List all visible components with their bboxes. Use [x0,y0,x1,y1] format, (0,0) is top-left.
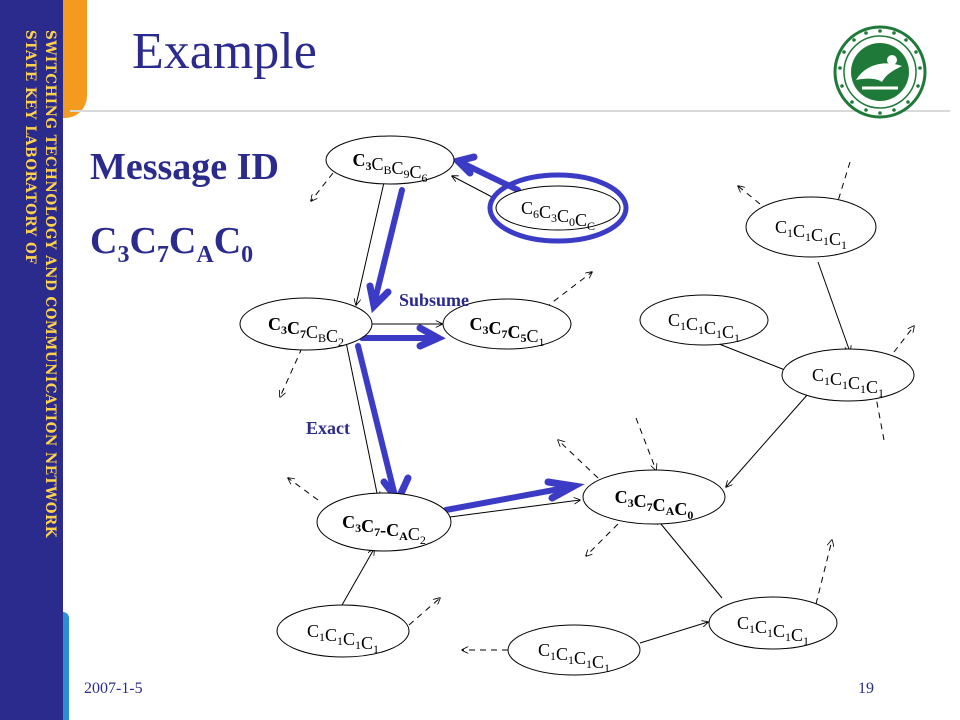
n-c1-right: C1C1C1C1 [781,348,915,402]
n-c6c3c0cc: C6C3C0CC [495,185,621,233]
dashed-edge [738,186,761,205]
n-c3cbc9c6: C3CBC9C6 [325,135,455,185]
path-arrowhead [451,153,478,177]
node-ellipse [276,604,410,658]
dashed-edge [815,540,832,605]
node-label: C6C3C0CC [521,198,595,233]
n-c1-top-right: C1C1C1C1 [745,196,877,258]
lab-name: SWITCHING TECHNOLOGY AND COMMUNICATION N… [4,30,60,690]
dashed-edge [288,478,319,501]
node-ellipse [316,492,452,552]
n-c3c7cac2: C3C7-CAC2 [316,492,452,552]
edge [452,176,495,199]
orange-accent-bar [63,0,87,118]
node-label: C1C1C1C1 [538,640,610,675]
path-arrowhead [366,282,392,314]
node-ellipse [745,196,877,258]
node-label: C1C1C1C1 [668,310,740,345]
edge [356,177,386,305]
subsume-label: Subsume [399,290,470,310]
n-c1-bottom-left: C1C1C1C1 [276,604,410,658]
node-ellipse [507,624,641,676]
dashed-edge [311,172,334,201]
dashed-edge [635,417,656,470]
page-title: Example [132,23,317,80]
n-c1-bottom-right: C1C1C1C1 [708,596,838,650]
n-c3c7c5c1: C3C7C5C1 [442,298,572,350]
n-c1-bottom-center: C1C1C1C1 [507,624,641,676]
dashed-edge [558,440,599,479]
edge [656,518,723,599]
solid-edges [341,176,850,644]
exact-label: Exact [306,418,350,438]
node-ellipse [639,294,769,346]
edge [345,341,378,498]
node-ellipse [442,298,572,350]
node-ellipse [781,348,915,402]
n-c3c7cac0: C3C7CAC0 [582,469,726,525]
slide-date: 2007-1-5 [84,680,143,697]
message-id-label: Message ID [90,146,279,188]
edge [449,500,580,518]
lab-name-line-1: SWITCHING TECHNOLOGY AND COMMUNICATION N… [42,30,58,538]
edge [341,549,374,606]
routing-path [355,153,585,513]
path-segment [371,187,405,307]
edge [726,393,809,487]
node-ellipse [708,596,838,650]
blue-accent-bar [63,612,69,720]
edge [639,622,708,644]
dashed-edge [408,598,440,626]
dashed-edges [280,161,914,650]
dashed-edge [280,347,303,397]
path-arrowhead [544,478,585,502]
edge [817,261,850,352]
node-label: C1C1C1C1 [307,621,379,656]
dashed-edge [893,326,914,353]
node-ellipse [582,469,726,525]
node-ellipse [239,297,373,351]
node-ellipse [495,185,621,231]
sidebar [0,0,63,720]
path-arrowhead [416,324,446,350]
university-logo [833,25,927,119]
page-number: 19 [858,680,874,697]
lab-name-line-2: STATE KEY LABORATORY OF [22,30,38,265]
node-label: C3CBC9C6 [352,150,427,185]
source-highlight [487,172,629,244]
node-label: C1C1C1C1 [775,217,847,252]
path-segment [443,484,573,513]
title-divider [70,110,950,112]
message-id-value: C3C7CAC0 [90,220,254,268]
n-c3c7cbc2: C3C7CBC2 [239,297,373,351]
node-ellipse [325,135,455,185]
edge [713,341,790,372]
dashed-edge [544,272,592,309]
node-label: C1C1C1C1 [812,365,884,400]
node-label: C3C7-CAC2 [342,512,426,547]
node-label: C1C1C1C1 [737,613,809,648]
n-c1-mid: C1C1C1C1 [639,294,769,346]
node-label: C3C7CBC2 [268,314,344,349]
dashed-edge [875,392,885,441]
path-segment [355,343,399,503]
dashed-edge [586,523,619,556]
node-label: C3C7C5C1 [469,314,544,349]
node-label: C3C7CAC0 [615,487,694,522]
